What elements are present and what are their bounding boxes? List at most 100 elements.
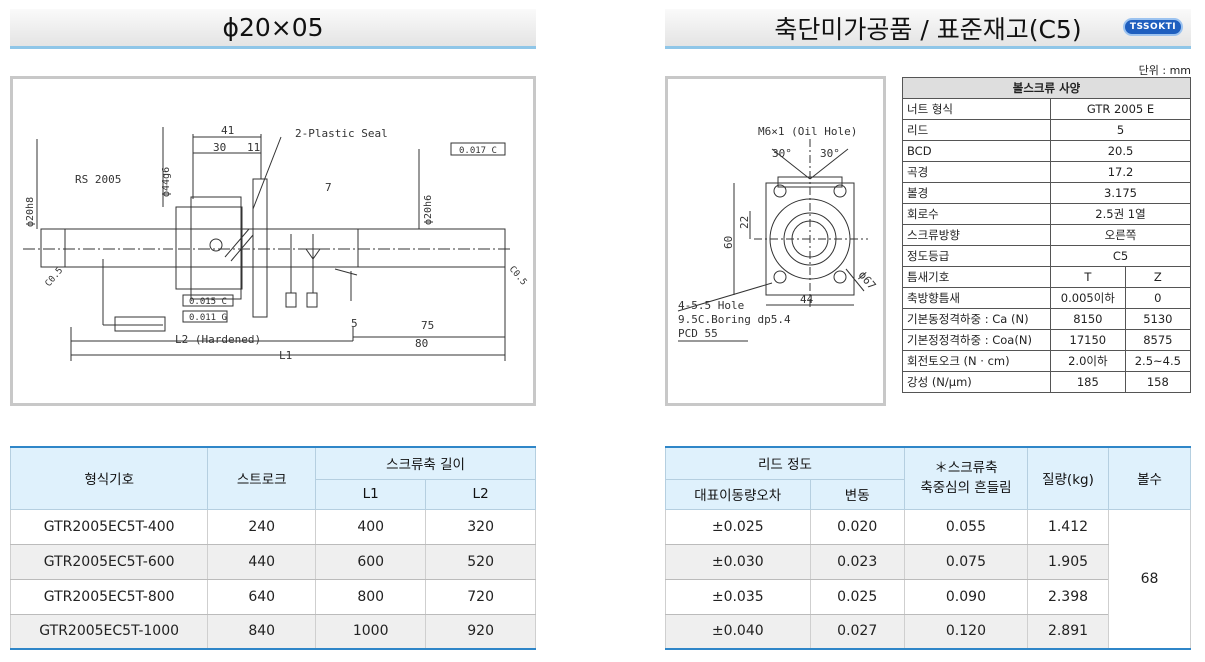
spec-value: C5 — [1050, 245, 1191, 267]
cell-mass: 2.891 — [1026, 614, 1110, 650]
cell-mass: 2.398 — [1026, 579, 1110, 615]
title-text: ϕ20×05 — [222, 13, 324, 42]
cell-l1: 400 — [315, 509, 427, 545]
spec-label: BCD — [902, 140, 1051, 162]
header-l2: L2 — [425, 479, 536, 510]
header-balls: 볼수 — [1108, 447, 1191, 510]
spec-value: 8575 — [1124, 329, 1192, 351]
cell-model: GTR2005EC5T-1000 — [9, 614, 209, 650]
cell-dev: ±0.030 — [665, 544, 811, 580]
spec-value: 8150 — [1050, 308, 1126, 330]
spec-value: 3.175 — [1050, 182, 1191, 204]
label-oil-hole: M6×1 (Oil Hole) — [758, 125, 857, 138]
cell-model: GTR2005EC5T-600 — [9, 544, 209, 580]
unit-label: 단위 : mm — [1138, 64, 1191, 77]
cell-runout: 0.090 — [903, 579, 1028, 615]
section-title-right: 축단미가공품 / 표준재고(C5) TSSOKTI — [665, 9, 1191, 49]
dim-75: 75 — [421, 319, 434, 332]
section-title-left: ϕ20×05 — [10, 9, 536, 49]
spec-value: 17150 — [1050, 329, 1126, 351]
spec-label: 볼경 — [902, 182, 1051, 204]
header-var: 변동 — [809, 479, 905, 510]
spec-value: 17.2 — [1050, 161, 1191, 183]
spec-value: 2.5~4.5 — [1124, 350, 1192, 372]
dim-44: 44 — [800, 293, 814, 306]
cell-dev: ±0.035 — [665, 579, 811, 615]
spec-label: 틈새기호 — [902, 266, 1051, 288]
cell-l2: 720 — [425, 579, 536, 615]
label-rs: RS 2005 — [75, 173, 121, 186]
drawing-panel-left: 2-Plastic Seal RS 2005 41 30 11 7 5 75 8… — [10, 76, 536, 406]
diam-left: ϕ20h8 — [25, 197, 36, 227]
header-l1: L1 — [315, 479, 427, 510]
header-runout-line1: ＊스크류축 — [934, 460, 998, 476]
spec-label: 정도등급 — [902, 245, 1051, 267]
dim-7: 7 — [325, 181, 332, 194]
cell-stroke: 840 — [207, 614, 317, 650]
cell-dev: ±0.025 — [665, 509, 811, 545]
tol-mid: 0.015 C — [189, 297, 227, 307]
spec-value: T — [1050, 266, 1126, 288]
cell-l2: 920 — [425, 614, 536, 650]
tol-low: 0.011 G — [189, 313, 227, 323]
dim-5: 5 — [351, 317, 358, 330]
spec-value: 0.005이하 — [1050, 287, 1126, 309]
tol-top: 0.017 C — [459, 146, 497, 156]
dim-11: 11 — [247, 141, 260, 154]
spec-label: 기본동정격하중 : Ca (N) — [902, 308, 1051, 330]
cell-runout: 0.120 — [903, 614, 1028, 650]
cell-model: GTR2005EC5T-400 — [9, 509, 209, 545]
dim-30: 30 — [213, 141, 226, 154]
cell-stroke: 640 — [207, 579, 317, 615]
spec-label: 강성 (N/μm) — [902, 371, 1051, 393]
label-hole: 4-5.5 Hole — [678, 299, 744, 312]
header-stroke: 스트로크 — [207, 447, 317, 510]
spec-label: 스크류방향 — [902, 224, 1051, 246]
spec-value: GTR 2005 E — [1050, 98, 1191, 120]
spec-label: 리드 — [902, 119, 1051, 141]
angle-30-left: 30° — [772, 147, 792, 160]
cell-var: 0.020 — [809, 509, 905, 545]
spec-value: 185 — [1050, 371, 1126, 393]
header-model: 형식기호 — [9, 447, 209, 510]
cell-balls: 68 — [1108, 509, 1191, 650]
cell-var: 0.023 — [809, 544, 905, 580]
dim-80: 80 — [415, 337, 428, 350]
dim-60: 60 — [722, 236, 735, 249]
header-dev: 대표이동량오차 — [665, 479, 811, 510]
cell-mass: 1.905 — [1026, 544, 1110, 580]
label-boring: 9.5C.Boring dp5.4 — [678, 313, 791, 326]
cell-model: GTR2005EC5T-800 — [9, 579, 209, 615]
dim-41: 41 — [221, 124, 234, 137]
cell-l2: 520 — [425, 544, 536, 580]
spec-value: 2.5권 1열 — [1050, 203, 1191, 225]
screw-drawing: 2-Plastic Seal RS 2005 41 30 11 7 5 75 8… — [23, 124, 528, 362]
spec-value: Z — [1124, 266, 1192, 288]
spec-label: 너트 형식 — [902, 98, 1051, 120]
cell-runout: 0.075 — [903, 544, 1028, 580]
spec-value: 5130 — [1124, 308, 1192, 330]
cell-var: 0.025 — [809, 579, 905, 615]
spec-label: 기본정정격하중 : Coa(N) — [902, 329, 1051, 351]
drawing-panel-right: M6×1 (Oil Hole) 30° 30° 22 60 44 ϕ67 4-5… — [665, 76, 886, 406]
spec-label: 곡경 — [902, 161, 1051, 183]
dim-67: ϕ67 — [856, 269, 879, 293]
cell-runout: 0.055 — [903, 509, 1028, 545]
